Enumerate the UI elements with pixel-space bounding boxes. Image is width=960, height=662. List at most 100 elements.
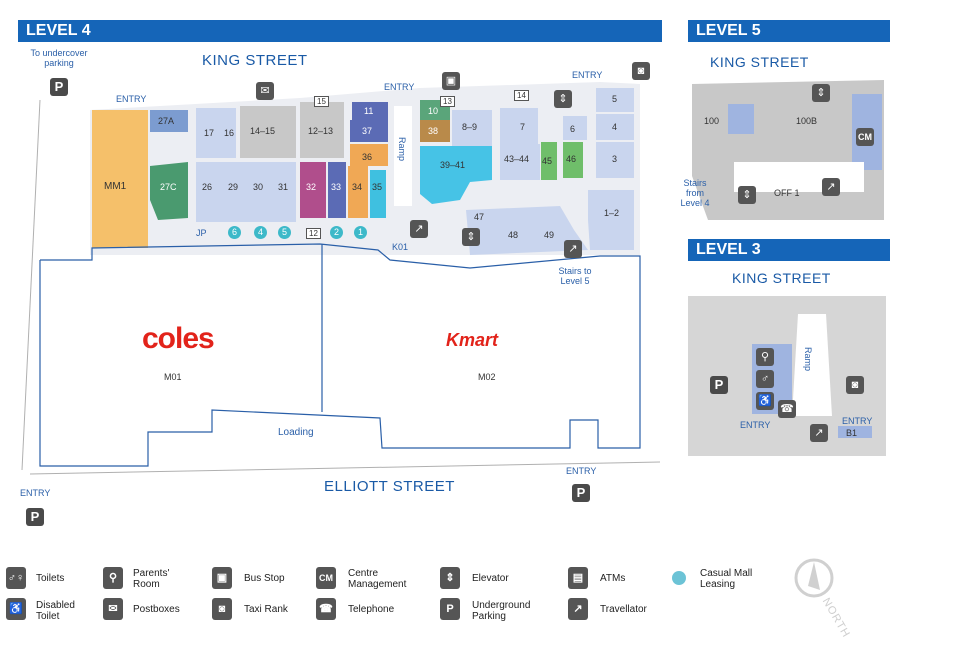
legend-parents-label: Parents' Room [133,568,170,590]
label-26: 26 [202,182,213,192]
legend-cm-icon: CM [316,567,336,589]
level5-stairs-icon: ↗ [822,178,840,196]
legend-telephone-icon: ☎ [316,598,336,620]
legend-parents-icon: ⚲ [103,567,123,589]
label-8-9: 8–9 [462,122,478,132]
label-7: 7 [520,122,526,132]
shop-14-15[interactable] [240,106,296,158]
shop-6[interactable] [563,116,587,140]
level3-entry-right: ENTRY [842,416,873,426]
level5-shop-100[interactable] [694,88,734,168]
label-10: 10 [428,106,439,116]
legend-cm-label: Centre Management [348,568,407,590]
postbox-icon: ✉ [256,82,274,100]
shop-32[interactable] [300,162,326,218]
kmart-logo: Kmart [446,330,499,350]
jp-label: JP [196,228,207,238]
label-m01: M01 [164,372,182,382]
level3-b1[interactable] [838,426,872,438]
level3-parking-icon: P [710,376,728,394]
shop-47-49[interactable] [466,206,588,255]
shop-27a[interactable] [150,110,188,132]
legend-postboxes-label: Postboxes [133,604,180,615]
label-mm1: MM1 [104,181,127,192]
level3-parents-icon: ⚲ [756,348,774,366]
atm-14: 14 [514,90,529,101]
shop-45[interactable] [541,142,557,180]
atm-13: 13 [440,96,455,107]
label-36: 36 [362,152,373,162]
label-34: 34 [352,182,363,192]
label-39-41: 39–41 [440,160,466,170]
shop-33[interactable] [328,162,346,218]
legend-toilets-icon: ♂♀ [6,567,26,589]
label-29: 29 [228,182,239,192]
level3-king-street: KING STREET [732,270,831,286]
legend-underground-parking-label: Underground Parking [472,600,531,622]
shop-1-2[interactable] [588,190,634,250]
level5-elevator-icon: ⇕ [812,84,830,102]
elliott-street-label: ELLIOTT STREET [324,478,455,495]
label-12-13: 12–13 [308,126,334,136]
shop-8-9[interactable] [452,110,492,146]
kiosk-k01-label: K01 [392,242,409,252]
shop-34[interactable] [348,166,368,218]
shop-11[interactable] [352,102,388,120]
shop-38[interactable] [420,120,450,142]
legend-travellator-icon: ↗ [568,598,588,620]
atm-12: 12 [306,228,321,239]
level3-toilets-icon: ♂ [756,370,774,388]
legend-postboxes-icon: ✉ [103,598,123,620]
label-6: 6 [570,124,576,134]
undercover-parking-label: To undercover parking [30,48,88,68]
bus-stop-icon: ▣ [442,72,460,90]
level3-taxi-icon: ◙ [846,376,864,394]
label-47: 47 [474,212,485,222]
shop-mm1[interactable] [92,110,148,248]
label-4: 4 [612,122,618,132]
shop-46[interactable] [563,142,583,178]
level5-shop-100b[interactable] [744,94,850,164]
legend-telephone-label: Telephone [348,604,395,615]
supermarket-outline [39,243,641,467]
label-32: 32 [306,182,317,192]
shop-35[interactable] [370,170,386,218]
level3-ramp [792,314,832,416]
shop-39-41[interactable] [420,146,492,204]
shop-37[interactable] [350,120,388,142]
level5-elevator-icon-2: ⇕ [738,186,756,204]
level5-cm-icon: CM [856,128,874,146]
level5-blue [728,104,754,134]
shop-43-44[interactable] [500,144,540,180]
label-49: 49 [544,230,555,240]
entry-left-bottom: ENTRY [20,488,51,498]
level5-label-100: 100 [704,116,720,126]
shop-5[interactable] [596,88,634,112]
shop-36[interactable] [350,144,388,166]
entry-label-mid: ENTRY [384,82,415,92]
legend-disabled-icon: ♿ [6,598,26,620]
label-38: 38 [428,126,439,136]
shop-27c[interactable] [150,162,188,220]
shop-17-16[interactable] [196,108,236,158]
legend-elevator-label: Elevator [472,573,509,584]
shop-row-26-31[interactable] [196,162,296,222]
casual-leasing-2: 2 [330,226,343,239]
label-37: 37 [362,126,373,136]
legend-taxi-rank-label: Taxi Rank [244,604,288,615]
ramp-strip [394,106,412,206]
level5-map [692,80,884,220]
legend-casual-mall-leasing-icon [672,571,686,585]
shop-12-13[interactable] [300,102,344,158]
parking-icon-top: P [50,78,68,96]
elliott-street-line [29,461,661,475]
label-27c: 27C [160,182,177,192]
shop-7[interactable] [500,108,538,144]
shop-3[interactable] [596,142,634,178]
casual-leasing-4: 4 [254,226,267,239]
travellator-icon-l4: ↗ [410,220,428,238]
shop-4[interactable] [596,114,634,140]
label-11: 11 [364,106,374,116]
level3-entry-left: ENTRY [740,420,771,430]
legend-toilets-label: Toilets [36,573,65,584]
